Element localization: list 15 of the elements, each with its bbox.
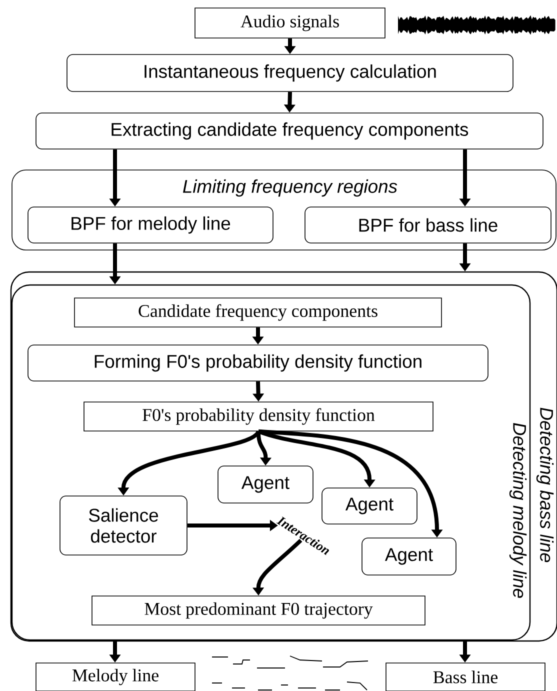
process-box: Forming F0's probability density function — [28, 344, 488, 382]
process-box: Extracting candidate frequency components — [36, 112, 544, 150]
process-box: BPF for melody line — [28, 206, 274, 244]
process-box: Instantaneous frequency calculation — [66, 54, 514, 92]
label-box: Most predominant F0 trajectory — [92, 596, 426, 626]
label-box: F0's probability density function — [84, 402, 434, 432]
label-box: Melody line — [36, 662, 196, 691]
label-box: Bass line — [386, 662, 546, 691]
process-box: Agent — [218, 466, 314, 504]
label-box: Audio signals — [194, 8, 386, 38]
process-box: Salience detector — [60, 496, 188, 556]
label-box: Candidate frequency components — [74, 298, 442, 328]
process-box: BPF for bass line — [304, 206, 552, 244]
process-box: Agent — [322, 488, 418, 524]
process-box: Agent — [362, 538, 456, 576]
